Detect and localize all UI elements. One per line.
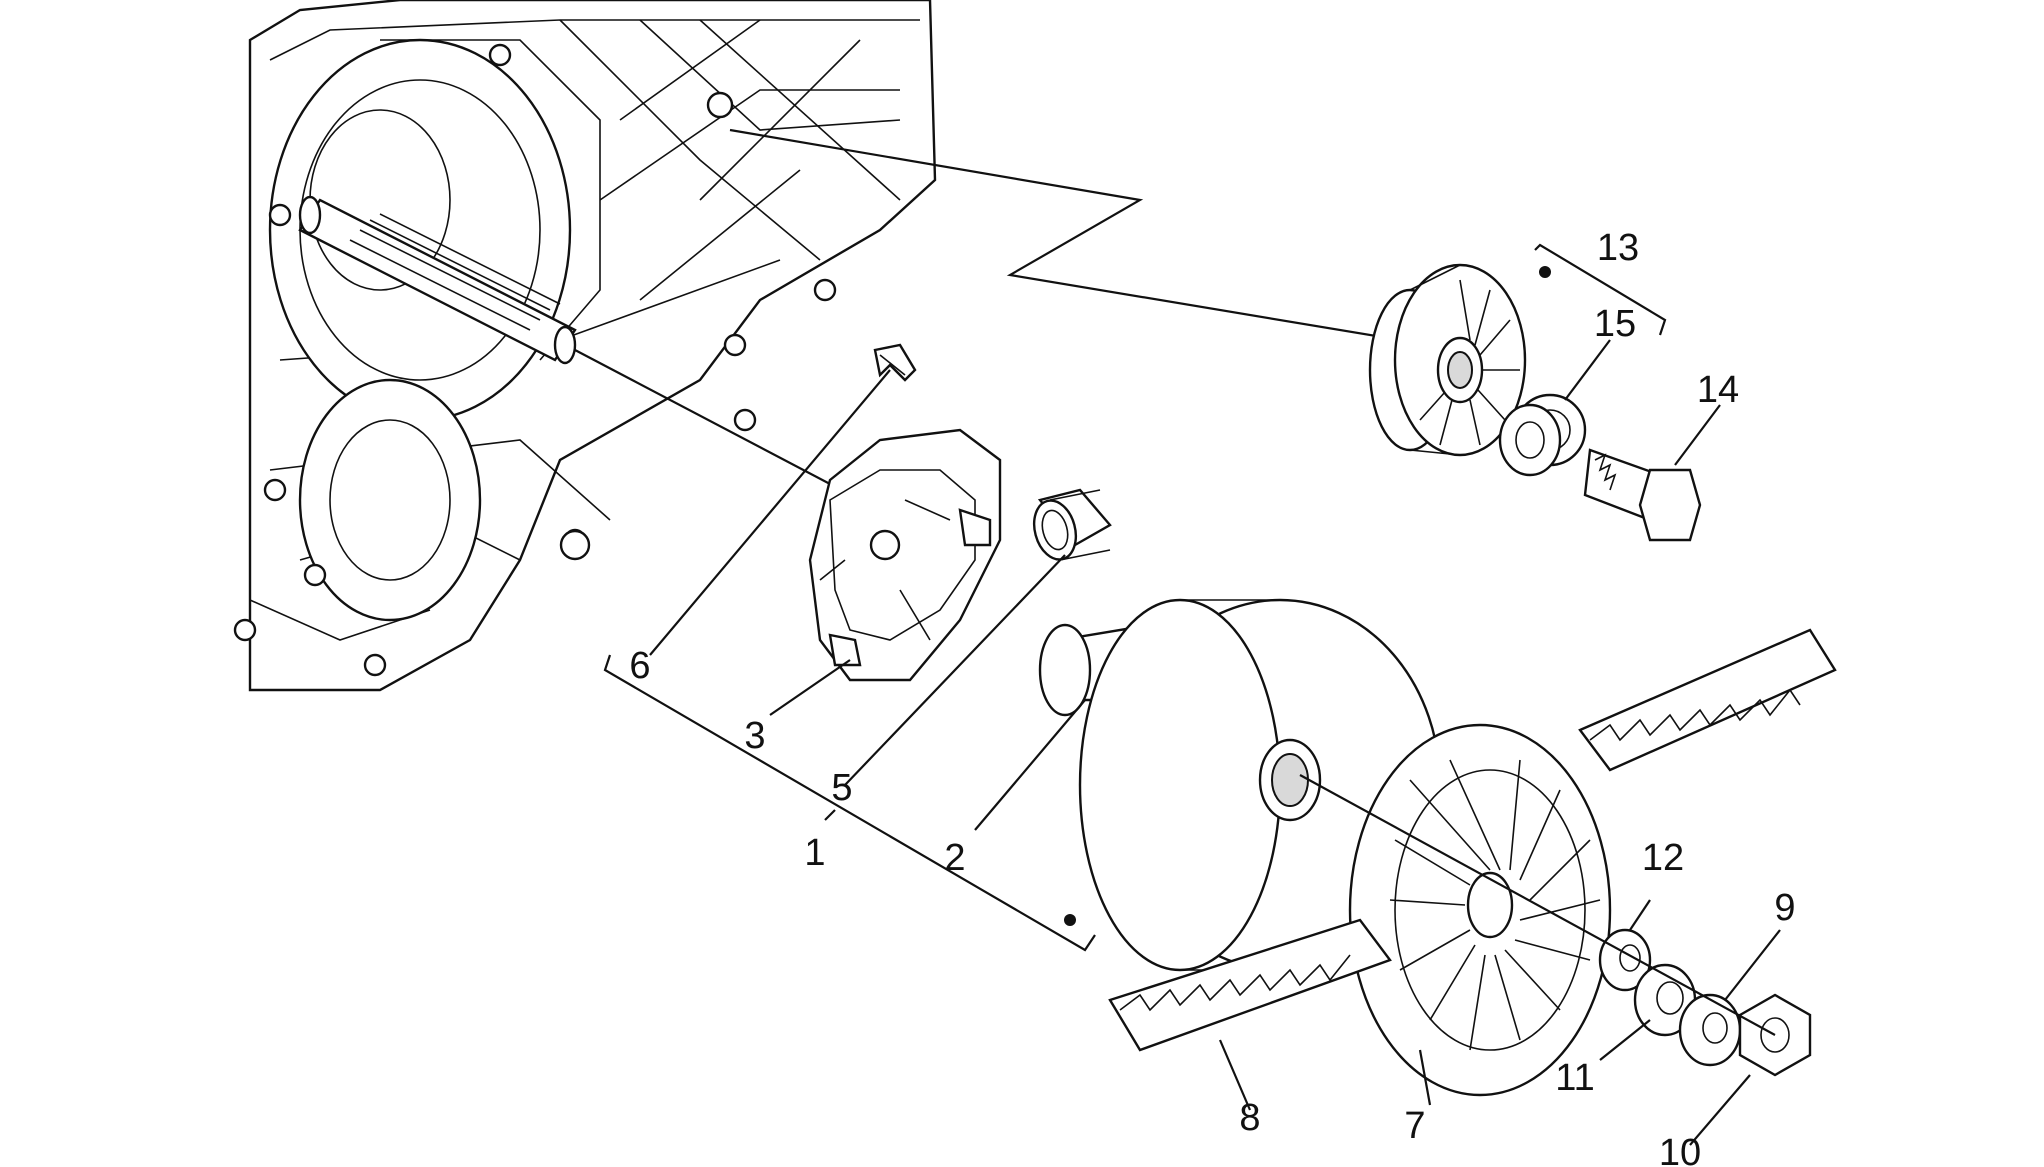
label-part-12: 12 [1642, 837, 1684, 879]
part-3-ramp-plate [808, 428, 1002, 682]
label-part-15: 15 [1594, 303, 1636, 345]
bracket-group-13 [1534, 243, 1667, 336]
label-part-10: 10 [1659, 1132, 1701, 1167]
label-part-13: 13 [1597, 227, 1639, 269]
leader-11 [1599, 1019, 1651, 1061]
bracket-group-1 [603, 654, 1096, 952]
part-9-washer [1678, 993, 1742, 1067]
part-14-bolt [1583, 448, 1702, 542]
part-15-bearing [1498, 393, 1587, 477]
part-7-fan-pulley [1348, 723, 1612, 1097]
leader-14 [1674, 404, 1721, 466]
leader-axis-right [1299, 774, 1776, 1036]
leader-15 [1564, 339, 1611, 401]
label-part-8: 8 [1239, 1097, 1260, 1139]
label-part-14: 14 [1697, 369, 1739, 411]
label-part-6: 6 [629, 645, 650, 687]
label-part-11: 11 [1555, 1057, 1594, 1099]
label-part-5: 5 [831, 767, 852, 809]
leader-10 [1689, 1074, 1751, 1146]
label-part-3: 3 [744, 715, 765, 757]
label-part-9: 9 [1774, 887, 1795, 929]
part-13-roller [1368, 263, 1527, 457]
leader-shaft-axis [574, 349, 871, 506]
crankshaft-spline [298, 195, 577, 365]
bracket-dot-group-13 [1539, 266, 1551, 278]
leader-3 [769, 659, 851, 716]
leader-5 [844, 554, 1066, 786]
leader-12 [1629, 899, 1651, 931]
leader-7 [1418, 1049, 1432, 1106]
leader-9 [1724, 929, 1781, 1001]
leader-8 [1218, 1039, 1252, 1111]
label-part-2: 2 [944, 837, 965, 879]
part-5-bushing [1032, 488, 1112, 561]
leader-1 [824, 809, 836, 821]
leader-shaft-line [729, 128, 1401, 342]
label-part-7: 7 [1404, 1105, 1425, 1147]
leader-6 [649, 369, 891, 656]
leader-2 [974, 699, 1086, 831]
label-part-1: 1 [804, 832, 825, 874]
part-8-belt [1108, 628, 1837, 1052]
part-6-slider [873, 343, 917, 382]
bracket-dot-group-1 [1064, 914, 1076, 926]
